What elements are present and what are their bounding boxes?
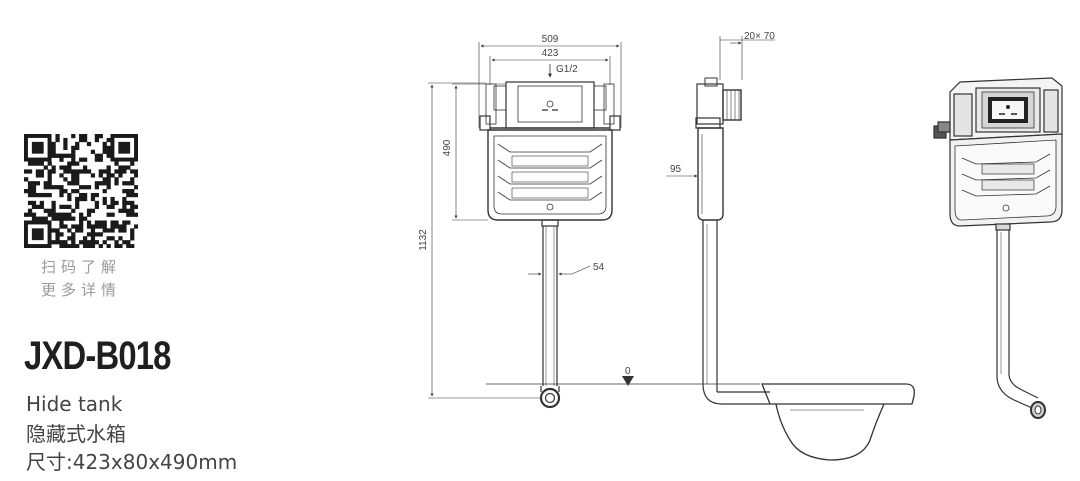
- qr-code-image: [24, 134, 139, 249]
- qr-code: [24, 134, 139, 249]
- product-name-en: Hide tank: [26, 392, 123, 416]
- dim-floor-mark: 0: [625, 366, 631, 377]
- dim-pipe-diameter: 54: [593, 262, 605, 273]
- product-name-cn: 隐藏式水箱: [26, 422, 126, 446]
- perspective-view: [933, 77, 1063, 419]
- qr-caption-line2: 更多详情: [40, 281, 121, 299]
- qr-caption-line1: 扫码了解: [40, 258, 121, 276]
- dim-depth: 95: [670, 164, 682, 175]
- product-size: 尺寸:423x80x490mm: [26, 450, 238, 474]
- dim-width-outer: 509: [542, 34, 559, 45]
- side-view: [666, 36, 915, 461]
- dim-width-inner: 423: [542, 48, 559, 59]
- dim-total-height: 1132: [418, 229, 429, 251]
- product-model: JXD-B018: [24, 334, 171, 378]
- dim-inlet: G1/2: [556, 64, 578, 75]
- dim-top-offset: 20× 70: [744, 31, 775, 42]
- front-view: [428, 42, 760, 409]
- dim-tank-height: 490: [442, 139, 453, 156]
